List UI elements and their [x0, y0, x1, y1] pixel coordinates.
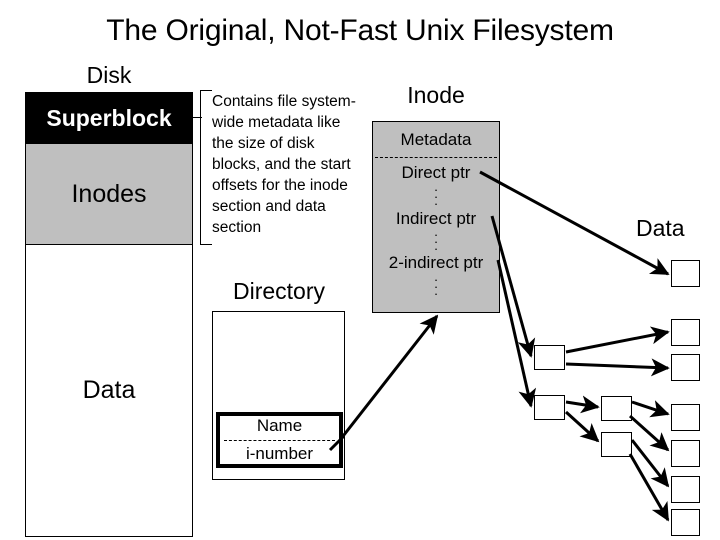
double-indirect-pointer-block[interactable] — [534, 395, 565, 420]
arrow-dbl-to-ptrblock2 — [565, 395, 600, 414]
disk-section-superblock[interactable]: Superblock — [25, 92, 193, 144]
inode-ellipsis-1: ··· — [433, 182, 439, 211]
directory-caption: Directory — [232, 278, 325, 304]
data-block-5[interactable] — [671, 440, 700, 467]
inode-ellipsis-2: ··· — [433, 227, 439, 256]
inode-row-indirect-ptr: Indirect ptr — [395, 209, 477, 228]
inode-row-2indirect-ptr: 2-indirect ptr — [388, 253, 484, 272]
disk-section-inodes[interactable]: Inodes — [25, 144, 193, 245]
data-block-6[interactable] — [671, 476, 700, 503]
arrow-2indirect-to-dblptrblock — [496, 259, 537, 408]
arrow-directory-to-inode — [338, 314, 439, 441]
callout-leader-line — [191, 117, 202, 118]
indirect-pointer-block-1[interactable] — [534, 345, 565, 370]
arrow-dbl-to-ptrblock3 — [564, 410, 600, 443]
arrow-ptrblock1-to-data3 — [565, 358, 670, 377]
directory-entry-inumber: i-number — [245, 444, 314, 463]
disk-section-inodes-label: Inodes — [71, 179, 147, 208]
disk-caption: Disk — [86, 62, 132, 88]
inode-ellipsis-3: ··· — [433, 272, 439, 301]
directory-entry-name: Name — [256, 416, 303, 435]
inode-box[interactable] — [372, 121, 500, 313]
arrow-ptrblock2-to-data4 — [631, 400, 670, 418]
directory-entry-divider — [224, 440, 335, 441]
data-block-7[interactable] — [671, 509, 700, 536]
indirect-pointer-block-3[interactable] — [601, 432, 632, 457]
data-block-1[interactable] — [671, 260, 700, 287]
data-block-2[interactable] — [671, 319, 700, 346]
arrow-ptrblock2-to-data5 — [628, 414, 670, 452]
arrow-ptrblock1-to-data2 — [565, 326, 670, 354]
inode-row-metadata: Metadata — [400, 130, 472, 149]
arrow-ptrblock3-to-data7 — [628, 453, 670, 522]
data-caption: Data — [636, 215, 685, 241]
disk-section-superblock-label: Superblock — [46, 104, 172, 131]
disk-section-data[interactable]: Data — [25, 245, 193, 537]
disk-section-data-label: Data — [82, 376, 136, 404]
data-block-3[interactable] — [671, 354, 700, 381]
data-block-4[interactable] — [671, 404, 700, 431]
callout-bracket-icon — [200, 90, 212, 245]
indirect-pointer-block-2[interactable] — [601, 396, 632, 421]
inode-caption: Inode — [407, 82, 465, 108]
arrow-ptrblock3-to-data6 — [630, 439, 670, 488]
callout-text: Contains file system-wide metadata like … — [212, 93, 356, 236]
inode-row-direct-ptr: Direct ptr — [401, 163, 471, 182]
page-title: The Original, Not-Fast Unix Filesystem — [106, 14, 614, 47]
inode-divider — [375, 157, 497, 158]
